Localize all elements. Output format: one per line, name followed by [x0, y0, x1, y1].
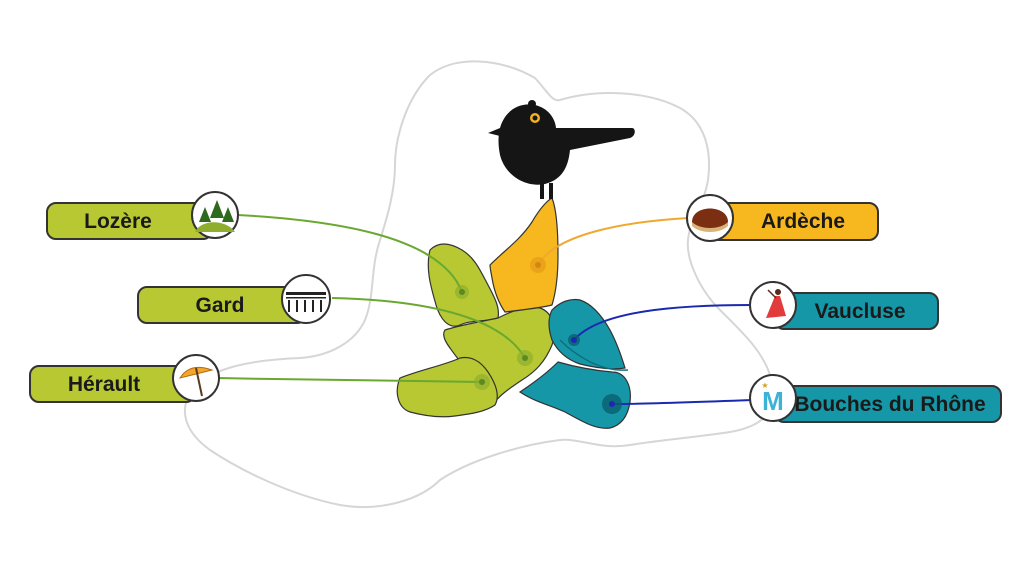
svg-text:★: ★ [761, 381, 768, 390]
region-outline [183, 60, 775, 508]
pine-trees-hill-icon [191, 191, 239, 239]
label-lozere: Lozère [84, 210, 152, 233]
pill-vaucluse[interactable]: Vaucluse [774, 292, 939, 330]
marker-lozere[interactable] [455, 285, 469, 299]
label-bouches-du-rhone: Bouches du Rhône [794, 393, 985, 416]
marker-ardeche[interactable] [530, 257, 546, 273]
beach-umbrella-icon [172, 354, 220, 402]
connector-gard [331, 297, 526, 359]
marker-gard[interactable] [517, 350, 533, 366]
pill-bouches-du-rhone[interactable]: Bouches du Rhône [774, 385, 1002, 423]
pill-lozere[interactable]: Lozère [46, 202, 213, 240]
connector-ardeche [537, 217, 689, 266]
label-herault: Hérault [68, 373, 140, 396]
svg-text:M: M [762, 386, 784, 416]
black-bird-icon [488, 100, 635, 199]
dancer-icon [749, 281, 797, 329]
label-vaucluse: Vaucluse [814, 300, 905, 323]
region-vaucluse[interactable] [548, 298, 626, 370]
connector-curve-teal [559, 339, 629, 371]
region-herault[interactable] [396, 356, 498, 418]
chestnut-icon [686, 194, 734, 242]
region-bouches-du-rhone[interactable] [518, 361, 631, 429]
marker-vaucluse[interactable] [568, 334, 580, 346]
connector-vaucluse [573, 304, 753, 341]
label-gard: Gard [195, 294, 244, 317]
pill-gard[interactable]: Gard [137, 286, 307, 324]
connector-herault [217, 377, 483, 383]
label-ardeche: Ardèche [761, 210, 845, 233]
pill-ardeche[interactable]: Ardèche [709, 202, 879, 241]
connector-lozere [237, 214, 463, 293]
marker-herault[interactable] [474, 374, 490, 390]
region-lozere[interactable] [427, 243, 500, 327]
olympique-marseille-logo-icon: M ★ [749, 374, 797, 422]
pont-du-gard-aqueduct-icon [281, 274, 331, 324]
connector-bouches [611, 399, 753, 405]
pill-herault[interactable]: Hérault [29, 365, 196, 403]
marker-bouches[interactable] [602, 394, 622, 414]
region-ardeche[interactable] [489, 197, 559, 313]
region-gard[interactable] [443, 306, 555, 403]
